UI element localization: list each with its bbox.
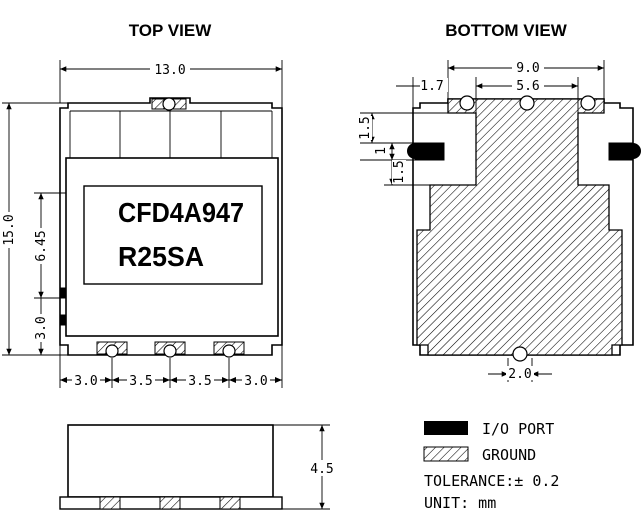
dim-inner: 5.6	[516, 79, 539, 94]
top-view-dimensions: 13.0 15.0 6.45 3.0 3.0 3.5 3.5 3.0	[2, 60, 283, 389]
top-notch-hole	[162, 97, 176, 111]
side-view: 4.5	[59, 424, 334, 510]
top-view: CFD4A947 R25SA	[59, 97, 283, 358]
left-io-tick-2	[59, 314, 67, 326]
dim-pad-top: 1.5	[358, 116, 373, 139]
bottom-view-dimensions: 9.0 1.7 5.6 1.5 1 1.5 2.0	[358, 60, 605, 382]
dim-pitch-left: 3.0	[74, 374, 97, 389]
bottom-view-title: BOTTOM VIEW	[445, 21, 567, 40]
dim-pitch-2: 3.5	[188, 374, 211, 389]
tolerance-note: TOLERANCE:± 0.2	[424, 472, 559, 490]
legend: I/O PORT GROUND TOLERANCE:± 0.2 UNIT: mm	[423, 420, 559, 512]
bottom-view	[407, 95, 641, 362]
dim-height: 15.0	[2, 214, 17, 245]
dim-pitch-right: 3.0	[244, 374, 267, 389]
left-io-tick-1	[59, 287, 67, 299]
dim-left-offset: 1.7	[420, 79, 443, 94]
io-legend-swatch	[424, 421, 468, 435]
dim-width: 13.0	[154, 63, 185, 78]
io-legend-label: I/O PORT	[482, 420, 554, 438]
top-segments	[69, 110, 273, 158]
top-view-title: TOP VIEW	[129, 21, 212, 40]
dim-pitch-1: 3.5	[129, 374, 152, 389]
ground-region	[416, 98, 623, 356]
dim-side-height: 4.5	[310, 462, 333, 477]
marking-box	[83, 185, 263, 285]
marking-line-2: R25SA	[118, 241, 204, 272]
dim-pin-low: 3.0	[34, 316, 49, 339]
dim-outer: 9.0	[516, 61, 539, 76]
marking-line-1: CFD4A947	[118, 197, 244, 228]
dim-bottom-notch: 2.0	[508, 367, 531, 382]
ground-legend-swatch	[423, 446, 469, 462]
dim-pad-low: 1.5	[392, 160, 407, 183]
ground-legend-label: GROUND	[482, 446, 536, 464]
dim-pad-mid: 1	[374, 147, 389, 155]
dim-pin-offset: 6.45	[34, 230, 49, 261]
bottom-pads	[96, 341, 245, 358]
unit-note: UNIT: mm	[424, 494, 496, 512]
